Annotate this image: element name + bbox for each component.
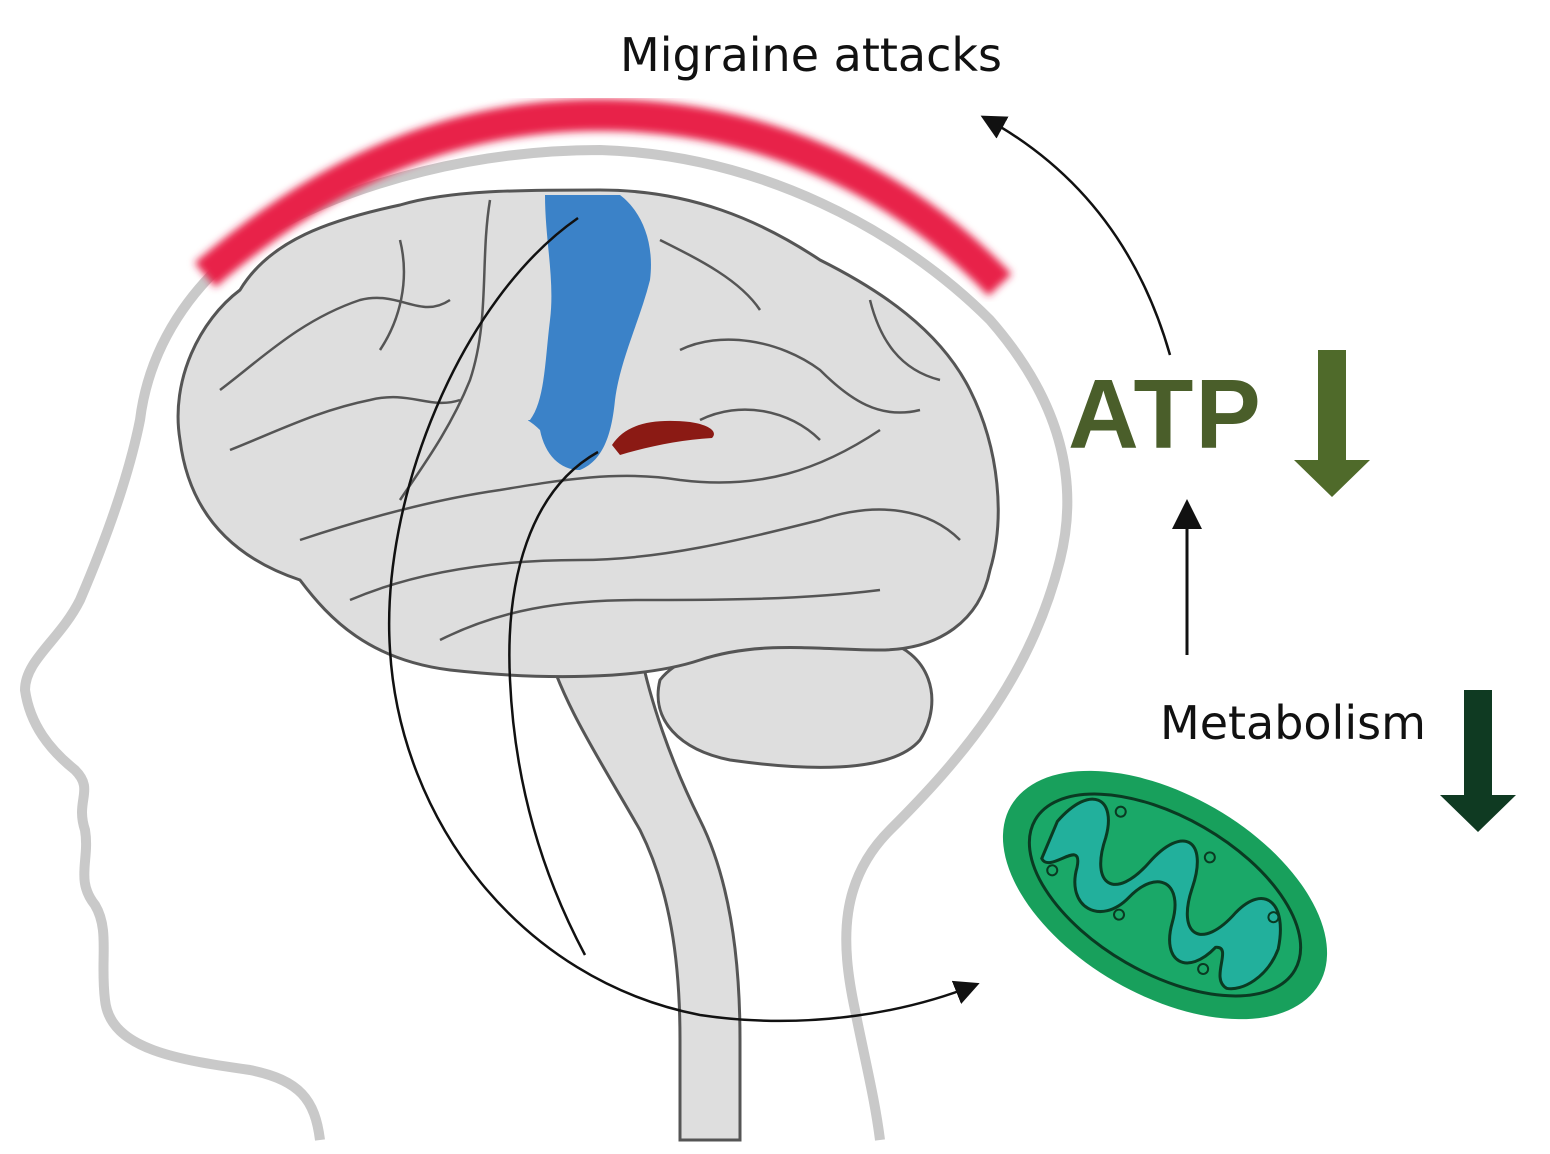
subcortical-region (612, 420, 714, 455)
pathway-curve-2 (508, 450, 599, 956)
migraine-attacks-label: Migraine attacks (620, 28, 1002, 82)
metabolism-down-arrow-icon (1440, 690, 1516, 832)
brainstem (543, 638, 742, 1142)
mitochondrion-icon (1002, 770, 1328, 1020)
cortex-region (528, 195, 651, 470)
metabolism-label: Metabolism (1160, 696, 1426, 750)
pain-arc (194, 98, 1012, 297)
brain-sulci (219, 199, 961, 642)
atp-down-arrow-icon (1294, 350, 1370, 497)
arrow-to-migraine (980, 115, 1172, 356)
pathway-curve-1 (387, 216, 980, 1023)
atp-label: ATP (1068, 359, 1263, 469)
